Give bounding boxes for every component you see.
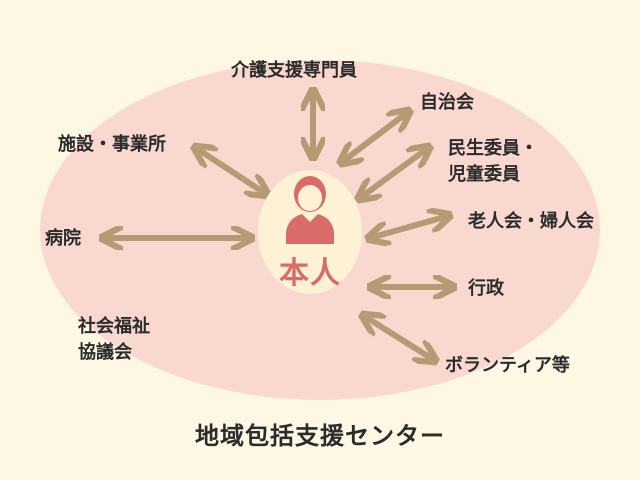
node-welfare-line2: 児童委員 bbox=[448, 164, 520, 185]
arrow-elderly-women bbox=[370, 216, 448, 238]
node-elderly-women: 老人会・婦人会 bbox=[468, 211, 594, 232]
node-administration: 行政 bbox=[468, 278, 504, 299]
node-social-line1: 社会福祉 bbox=[78, 316, 150, 337]
arrow-facility bbox=[196, 148, 266, 194]
node-facility: 施設・事業所 bbox=[58, 134, 166, 155]
center-label: 本人 bbox=[279, 256, 341, 291]
node-social-line2: 協議会 bbox=[78, 342, 132, 363]
node-social: 社会福祉 協議会 bbox=[78, 314, 150, 366]
node-welfare-line1: 民生委員・ bbox=[448, 138, 538, 159]
node-welfare: 民生委員・ 児童委員 bbox=[448, 136, 538, 188]
node-neighborhood: 自治会 bbox=[420, 92, 474, 113]
node-care-support: 介護支援専門員 bbox=[231, 60, 357, 81]
node-volunteer: ボランティア等 bbox=[445, 355, 570, 376]
arrow-volunteer bbox=[364, 316, 434, 360]
person-icon bbox=[286, 176, 334, 244]
node-hospital: 病院 bbox=[45, 228, 81, 249]
footer-title: 地域包括支援センター bbox=[195, 422, 445, 450]
arrow-welfare bbox=[360, 148, 428, 198]
arrow-neighborhood bbox=[342, 112, 408, 162]
